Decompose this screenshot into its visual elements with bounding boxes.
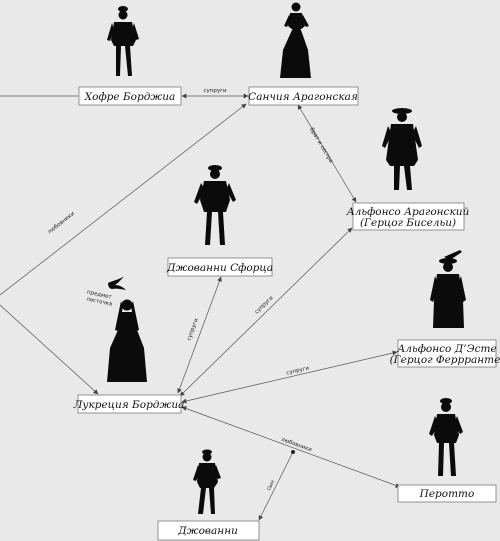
- edge-lucrezia-sforza: [177, 276, 222, 394]
- node-lucrezia[interactable]: Лукреция Борджиа: [73, 394, 185, 414]
- node-sancha-box: [248, 86, 359, 106]
- edge-label-lucrezia-sforza: супруги: [186, 317, 200, 341]
- edge-left-to-sancha: [0, 103, 247, 296]
- edge-lucrezia-perotto: [181, 406, 401, 488]
- figures: [107, 2, 466, 514]
- node-alfonso-este[interactable]: Альфонсо Д’Эсте (Герцог Феррранте): [390, 339, 500, 368]
- edge-giovanni-son: [258, 451, 294, 521]
- node-alfonso-este-label-line1: Альфонсо Д’Эсте: [396, 343, 496, 355]
- edge-lucrezia-alfonso-e: [181, 350, 398, 404]
- node-lucrezia-label: Лукреция Борджиа: [73, 399, 185, 411]
- node-alfonso-este-box: [397, 339, 497, 368]
- node-alfonso-aragon[interactable]: Альфонсо Арагонский (Герцог Бисельи): [346, 202, 470, 231]
- node-hofre-label: Хофре Борджиа: [84, 91, 176, 103]
- node-alfonso-este-label-line2: (Герцог Феррранте): [390, 354, 500, 366]
- edges: [0, 93, 401, 521]
- node-giovanni[interactable]: Джованни: [157, 520, 260, 541]
- node-perotto-label: Перотто: [419, 488, 475, 500]
- node-perotto-box: [397, 484, 497, 503]
- node-perotto[interactable]: Перотто: [397, 484, 497, 503]
- edge-label-lucrezia-sancha: любовники: [47, 211, 76, 236]
- edge-label-hofre-sancha: супруги: [203, 88, 227, 94]
- edge-label-lucrezia-alfonso-a: супруги: [254, 295, 275, 316]
- node-giovanni-box: [157, 520, 260, 541]
- node-giovanni-label: Джованни: [177, 525, 238, 537]
- figure-alfonso-este-icon: [430, 250, 466, 328]
- edge-junction-dot: [291, 450, 295, 454]
- figure-lucrezia-icon: [107, 299, 147, 382]
- edge-sancha-alfonso: [297, 104, 357, 203]
- swallow-annotation: предмет ласточка: [86, 276, 126, 308]
- node-alfonso-aragon-label-line2: (Герцог Бисельи): [360, 217, 456, 229]
- edge-lucrezia-alfonso-a: [179, 227, 353, 397]
- node-hofre-box: [78, 86, 182, 106]
- node-lucrezia-box: [77, 394, 182, 414]
- swallow-label-line1: предмет: [86, 289, 112, 300]
- node-sforza-box: [167, 257, 273, 277]
- swallow-label-line2: ласточка: [86, 296, 113, 307]
- figure-alfonso-aragon-icon: [382, 108, 422, 190]
- figure-sancha-icon: [280, 2, 311, 78]
- node-sancha[interactable]: Санчия Арагонская: [248, 86, 359, 106]
- node-alfonso-aragon-box: [352, 202, 465, 231]
- edge-label-lucrezia-alfonso-e: супруги: [286, 365, 310, 376]
- node-sforza-label: Джованни Сфорца: [166, 262, 273, 274]
- edge-label-giovanni-son: сын: [266, 479, 277, 492]
- edge-left-to-lucrezia: [0, 304, 99, 395]
- figure-giovanni-icon: [193, 449, 221, 514]
- node-sancha-label: Санчия Арагонская: [248, 91, 358, 103]
- node-hofre[interactable]: Хофре Борджиа: [78, 86, 182, 106]
- edge-label-sancha-alfonso: брат и сестра: [308, 127, 334, 164]
- node-alfonso-aragon-label-line1: Альфонсо Арагонский: [346, 206, 470, 218]
- node-sforza[interactable]: Джованни Сфорца: [166, 257, 273, 277]
- figure-perotto-icon: [429, 398, 463, 476]
- figure-hofre-icon: [107, 6, 139, 76]
- swallow-icon: [108, 276, 126, 290]
- figure-sforza-icon: [194, 165, 236, 245]
